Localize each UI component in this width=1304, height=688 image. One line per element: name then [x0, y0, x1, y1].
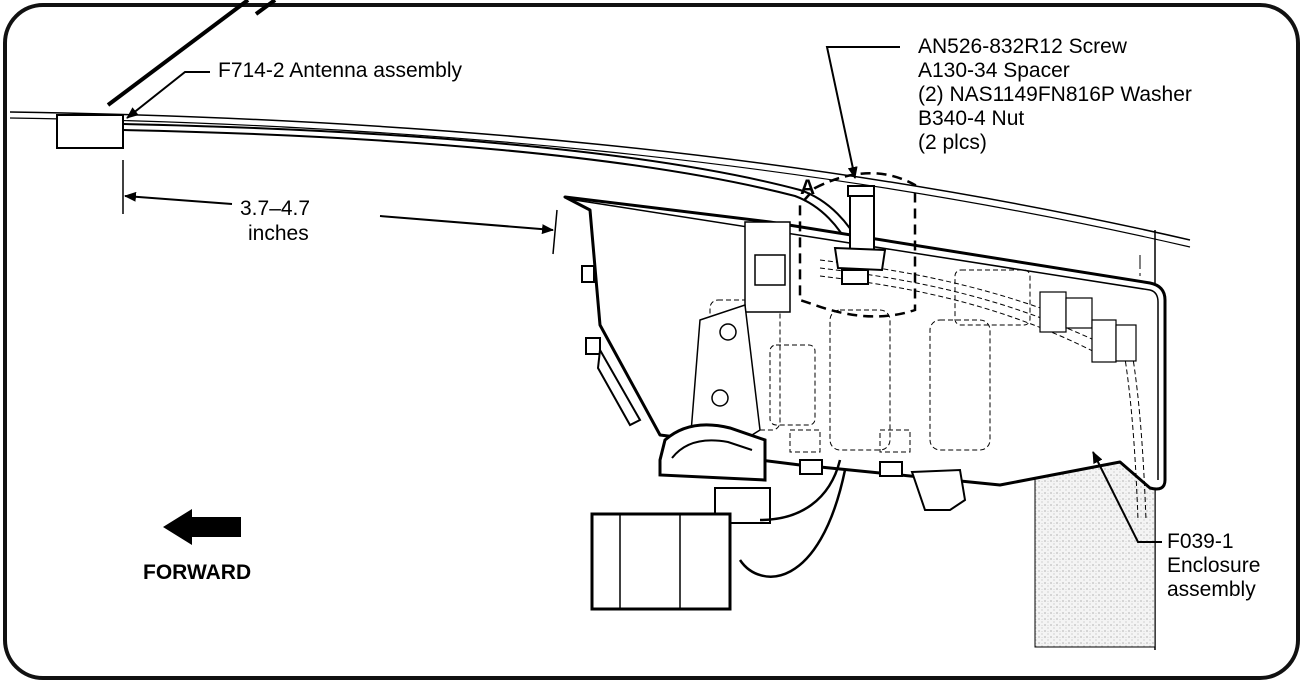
- enclosure-label-type: assembly: [1167, 578, 1256, 601]
- enclosure-leader: [1092, 451, 1162, 543]
- harness-plug: [590, 512, 732, 611]
- grommet: [658, 423, 767, 482]
- right-connector: [1039, 291, 1137, 363]
- enclosure-label-name: Enclosure: [1167, 554, 1261, 577]
- antenna-block: [56, 114, 124, 149]
- left-edge-hardware: [581, 265, 642, 427]
- diagram-frame: [3, 3, 1300, 680]
- dimension-arrow-right: [379, 215, 554, 235]
- hardware-label-screw: AN526-832R12 Screw: [918, 35, 1127, 58]
- hardware-leader: [825, 46, 900, 179]
- screw-assembly: [833, 185, 887, 285]
- bulkhead-section: [1034, 454, 1156, 648]
- fuselage-skin: [9, 111, 1191, 241]
- left-mount: [689, 221, 791, 456]
- hardware-label-nut: B340-4 Nut: [918, 107, 1025, 130]
- dimension-extension-right: [552, 209, 558, 255]
- antenna-cable-inner: [122, 129, 851, 249]
- arrow-left-icon: [163, 509, 241, 545]
- antenna-wire-line: [106, 0, 250, 107]
- enclosure-flange: [564, 196, 1159, 480]
- dimension-arrow-left: [124, 191, 233, 205]
- enclosure-label-part: F039-1: [1167, 530, 1234, 553]
- antenna-leader: [126, 71, 210, 119]
- bottom-nuts: [799, 459, 967, 511]
- fuselage-skin-inner: [9, 117, 1191, 248]
- hardware-label-washer: (2) NAS1149FN816P Washer: [918, 83, 1192, 106]
- detail-a-marker: A: [800, 176, 816, 199]
- forward-label: FORWARD: [143, 561, 252, 584]
- dimension-unit: inches: [248, 222, 309, 245]
- lower-connector: [714, 487, 771, 524]
- hardware-label-spacer: A130-34 Spacer: [918, 59, 1070, 82]
- antenna-wire-break: [254, 0, 277, 16]
- dimension-value: 3.7–4.7: [240, 197, 311, 220]
- hardware-label-qty: (2 plcs): [918, 131, 987, 154]
- antenna-label: F714-2 Antenna assembly: [218, 59, 462, 82]
- antenna-cable: [122, 123, 861, 246]
